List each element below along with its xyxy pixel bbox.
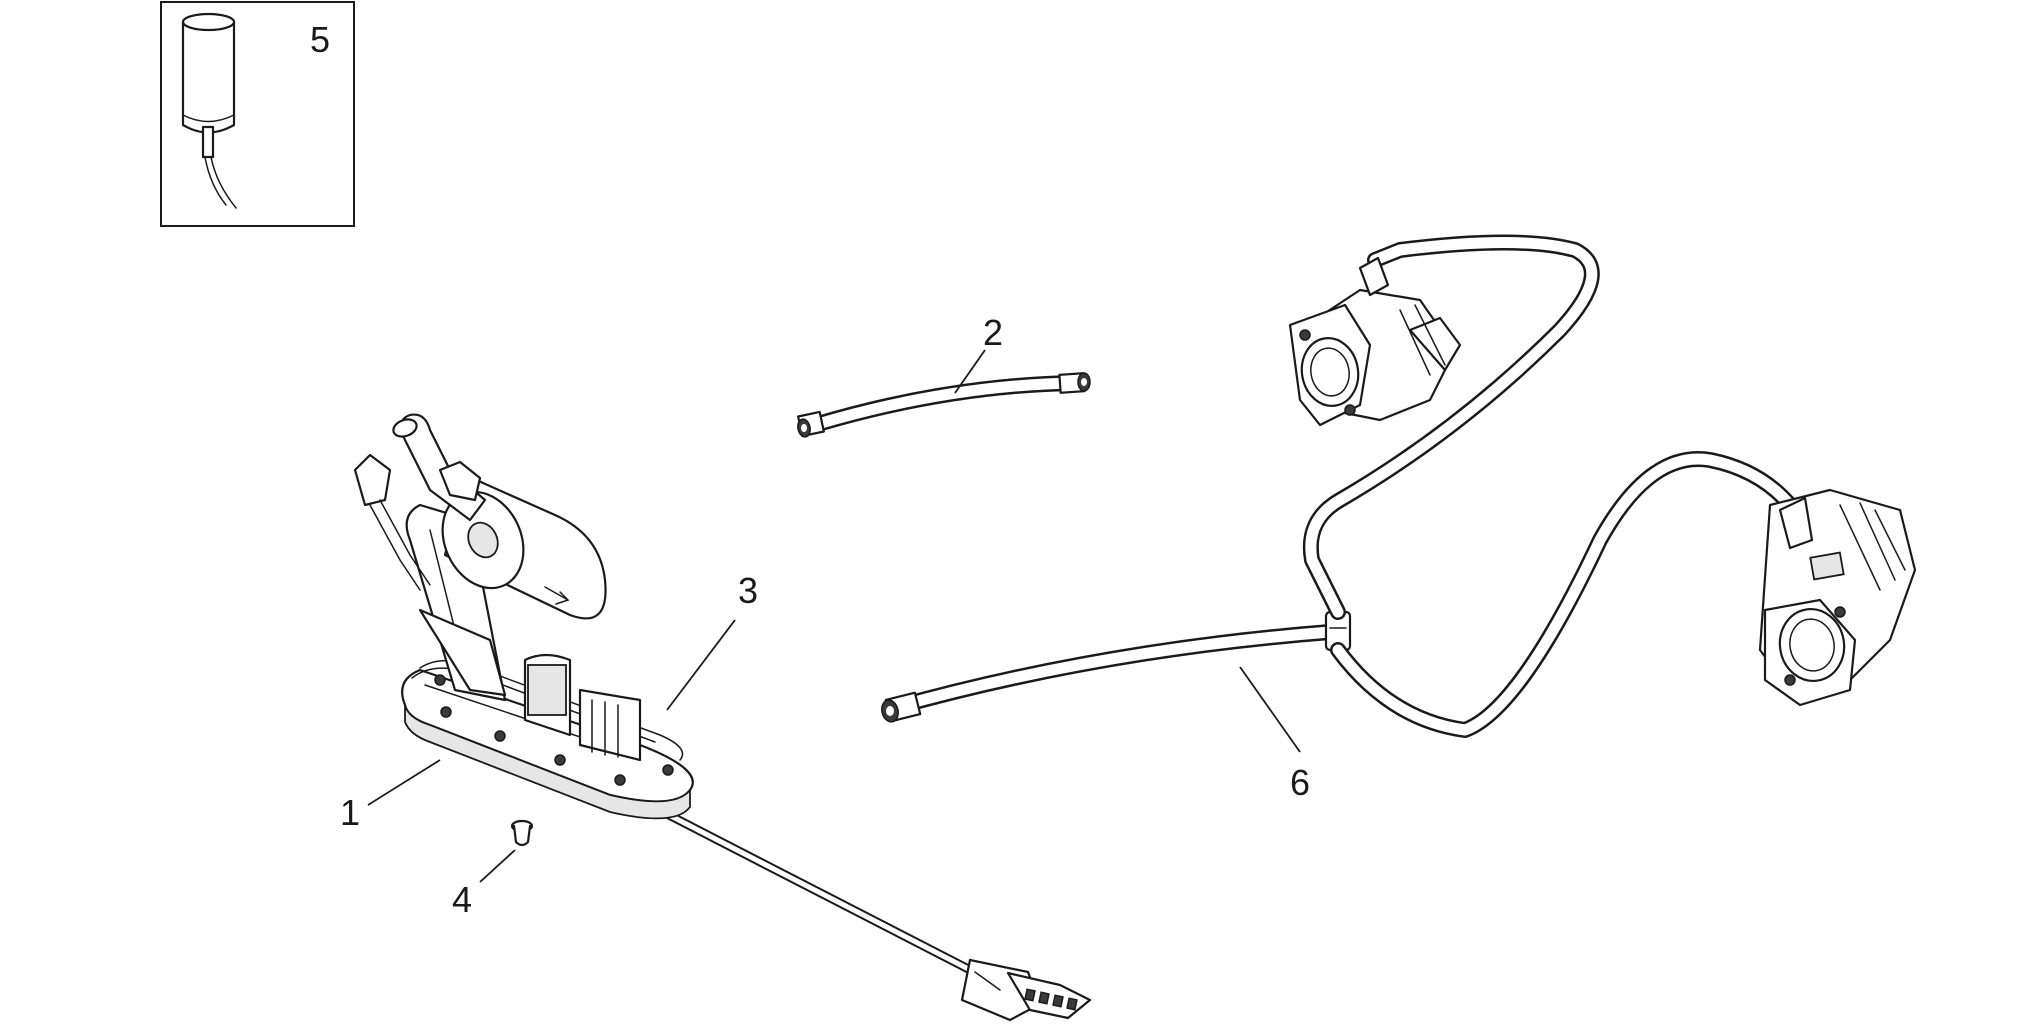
callout-6: 6 [1290, 762, 1310, 803]
pump-wiring-cable [625, 790, 985, 980]
part-1-fuel-pump-assembly[interactable]: 1 3 [340, 413, 1092, 1022]
pump-body [353, 413, 642, 762]
part-5-inset[interactable]: 5 [160, 1, 355, 227]
callout-1: 1 [340, 792, 360, 833]
part-2-short-hose[interactable]: 2 [796, 312, 1091, 438]
throttle-body-lower [1758, 488, 1917, 707]
part-5-sensor [181, 12, 237, 209]
part-4-screw[interactable]: 4 [452, 819, 534, 920]
leader-1 [367, 759, 441, 806]
hose-6-left-fitting [881, 691, 922, 723]
part-6-hose-assembly[interactable]: 6 [880, 234, 1917, 804]
callout-4: 4 [452, 879, 472, 920]
leader-6 [1239, 666, 1301, 753]
throttle-body-upper [1288, 256, 1462, 427]
callout-5: 5 [310, 19, 330, 60]
callout-3: 3 [738, 570, 758, 611]
pump-flange-plate [401, 668, 694, 820]
callout-2: 2 [983, 312, 1003, 353]
leader-4 [479, 849, 516, 883]
leader-3 [666, 619, 736, 711]
leader-2 [954, 349, 986, 394]
hose-2-left-fitting [797, 410, 825, 438]
hose-2-right-fitting [1058, 372, 1091, 394]
pump-electrical-connector [960, 958, 1092, 1022]
